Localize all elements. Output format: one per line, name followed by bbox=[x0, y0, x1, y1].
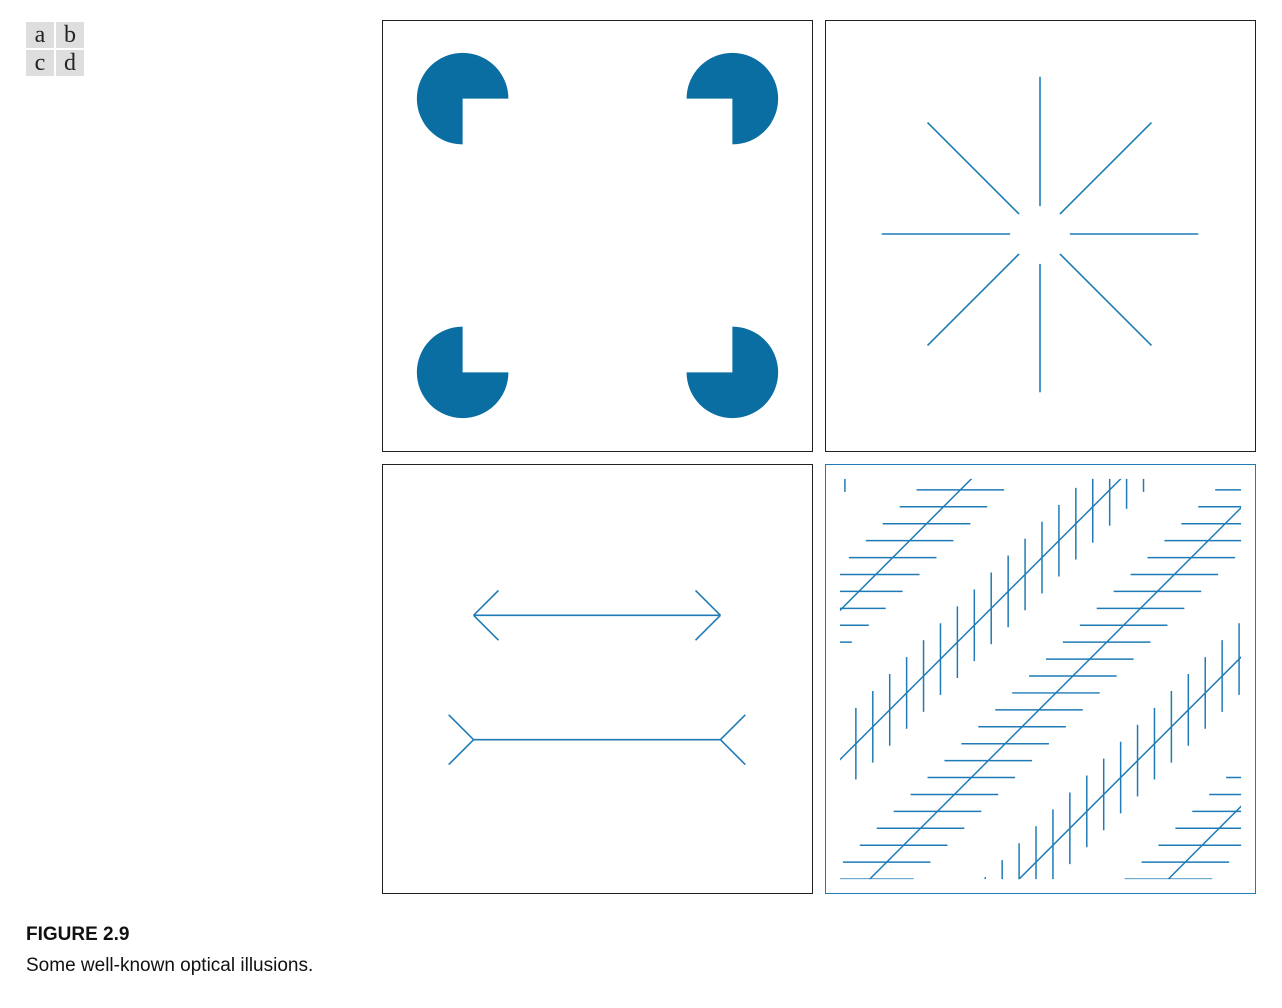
pacman-top-right bbox=[686, 52, 779, 145]
zollner-diagonal bbox=[839, 478, 973, 612]
zollner-diagonal bbox=[868, 506, 1242, 880]
panel-key: a b c d bbox=[26, 22, 84, 76]
zollner-diagonal bbox=[839, 478, 1122, 761]
arrow-outward-tails bbox=[448, 714, 746, 766]
zollner-diagonal bbox=[1018, 656, 1242, 880]
pacman-top-left bbox=[416, 52, 509, 145]
panel-label-c: c bbox=[26, 50, 54, 76]
zollner-diagonal bbox=[1167, 805, 1242, 880]
panel-label-b: b bbox=[56, 22, 84, 48]
figure-title: FIGURE 2.9 bbox=[26, 924, 130, 945]
radial-line-bottom-left bbox=[926, 253, 1020, 347]
pacman-bottom-left bbox=[416, 326, 509, 419]
panel-a-kanizsa-square bbox=[382, 20, 813, 452]
zollner-diagonal bbox=[826, 465, 836, 893]
radial-line-top-left bbox=[926, 121, 1020, 215]
figure-caption: Some well-known optical illusions. bbox=[26, 955, 314, 976]
pacman-bottom-right bbox=[686, 326, 779, 419]
kanizsa-square-figure bbox=[416, 52, 779, 419]
arrow-inward-heads bbox=[473, 589, 721, 641]
panel-b-ehrenstein-figure bbox=[825, 20, 1256, 452]
radial-line-top-right bbox=[1059, 121, 1153, 215]
zollner-figure bbox=[826, 465, 1242, 893]
panel-d-zollner-illusion bbox=[825, 464, 1256, 894]
panel-label-a: a bbox=[26, 22, 54, 48]
radial-lines-figure bbox=[881, 76, 1199, 393]
panel-c-muller-lyer bbox=[382, 464, 813, 894]
panel-label-d: d bbox=[56, 50, 84, 76]
radial-line-bottom-right bbox=[1059, 253, 1153, 347]
muller-lyer-figure bbox=[448, 589, 746, 766]
